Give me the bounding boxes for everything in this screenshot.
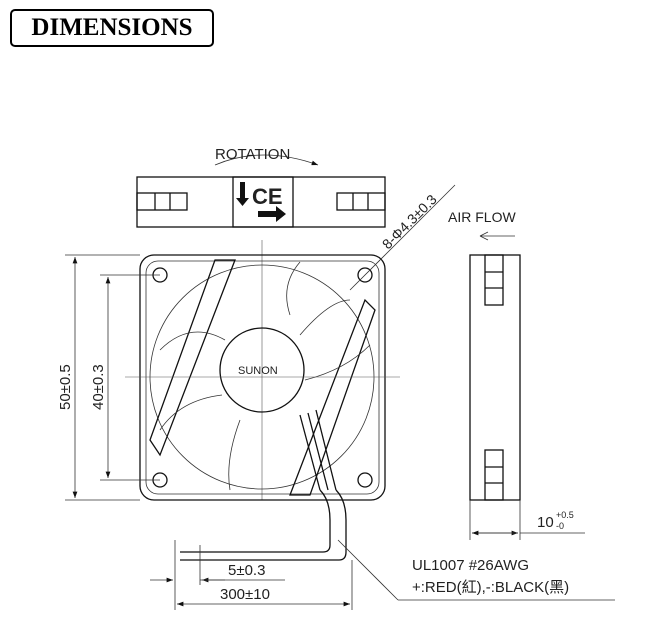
strip-length-dimension: 5±0.3 [228, 562, 265, 579]
air-flow-label: AIR FLOW [448, 209, 516, 225]
rotation-label: ROTATION [215, 146, 290, 163]
rotation-right-arrow-icon [258, 206, 286, 222]
lead-length-dimension: 300±10 [220, 586, 270, 603]
height-dimension: 50±0.5 [57, 364, 74, 410]
rotation-arrow-icon [214, 154, 319, 166]
ce-mark: CE [252, 184, 283, 209]
wire-spec-label: UL1007 #26AWG [412, 557, 529, 574]
height-dimensions: 50±0.5 40±0.3 [57, 254, 160, 501]
airflow-down-arrow-icon [236, 182, 249, 206]
thickness-dimension: 10 [537, 514, 554, 531]
hole-spec-label: 8-Φ4.3±0.3 [379, 191, 440, 252]
front-view: SUNON [125, 254, 400, 501]
air-flow-arrow-icon [479, 231, 515, 241]
thickness-tolerance-minus: -0 [556, 521, 564, 531]
side-view: AIR FLOW 10 +0.5 -0 [448, 209, 585, 540]
top-view: ROTATION CE [136, 146, 386, 500]
thickness-tolerance-plus: +0.5 [556, 510, 574, 520]
section-title: DIMENSIONS [10, 9, 214, 47]
brand-label: SUNON [238, 365, 278, 377]
hole-pitch-dimension: 40±0.3 [90, 364, 107, 410]
ce-label-box: CE [232, 176, 294, 228]
wire-colors-label: +:RED(紅),-:BLACK(黑) [412, 579, 569, 596]
lead-wires: 5±0.3 300±10 UL1007 #26AWG +:RED(紅),-:BL… [150, 489, 615, 610]
